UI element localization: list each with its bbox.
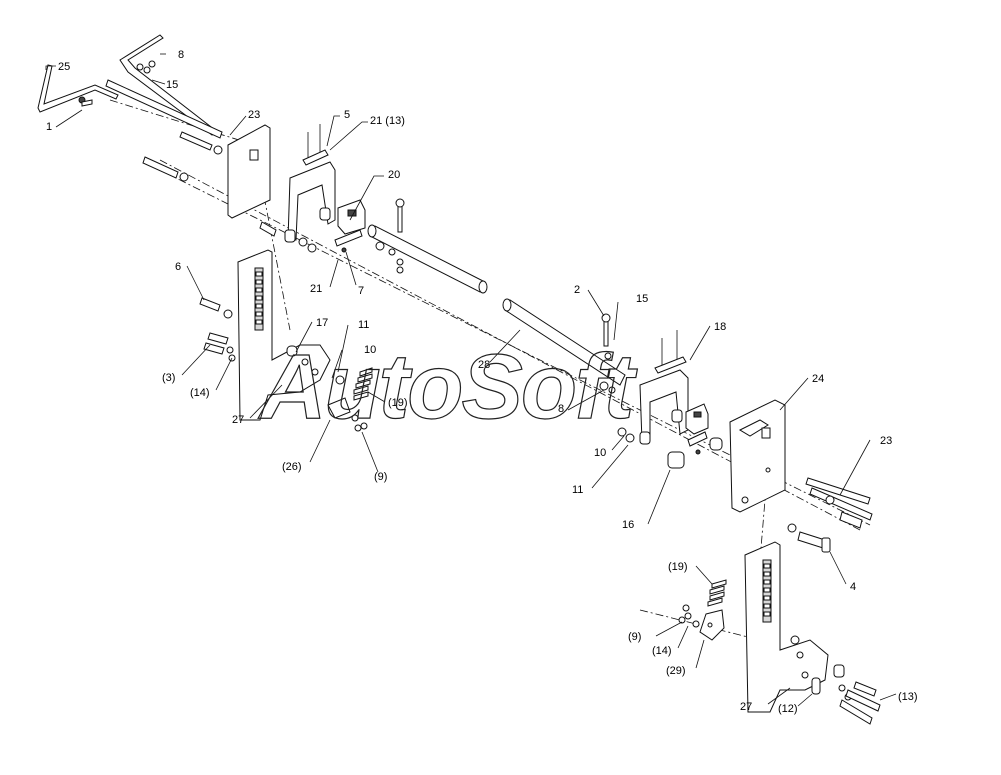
callout-24: 24 — [812, 373, 824, 385]
clamp-bracket-right — [599, 313, 709, 455]
callout-27-right: 27 — [740, 701, 752, 713]
callout-23: 23 — [248, 109, 260, 121]
bushing-16 — [667, 451, 685, 469]
callout-9-right: (9) — [628, 631, 641, 643]
callout-labels: 25 8 15 1 23 5 21 (13) 20 21 7 6 17 11 1… — [46, 49, 918, 715]
callout-21: 21 — [310, 283, 322, 295]
callout-26: (26) — [282, 461, 302, 473]
callout-28: 28 — [478, 359, 490, 371]
callout-14: (14) — [190, 387, 210, 399]
callout-2: 2 — [574, 284, 580, 296]
link-arm-23-right — [805, 477, 873, 529]
callout-16: 16 — [622, 519, 634, 531]
cross-shaft-28 — [367, 224, 626, 386]
link-arm-25 — [37, 64, 119, 113]
hook-bracket — [105, 34, 223, 139]
callout-19-right: (19) — [668, 561, 688, 573]
adjust-slots-right — [763, 563, 771, 617]
callout-19: (19) — [388, 397, 408, 409]
callout-15: 15 — [166, 79, 178, 91]
bolts-left — [199, 297, 236, 362]
callout-7: 7 — [358, 285, 364, 297]
callout-13: (13) — [898, 691, 918, 703]
callout-4: 4 — [850, 581, 856, 593]
mounting-plate-24-right — [729, 399, 786, 513]
callout-25: 25 — [58, 61, 70, 73]
adjust-slots-left — [255, 271, 263, 325]
spring-assembly-right — [678, 579, 727, 641]
callout-15-right: 15 — [636, 293, 648, 305]
callout-10: 10 — [364, 344, 376, 356]
callout-29: (29) — [666, 665, 686, 677]
callout-8: 8 — [178, 49, 184, 61]
mounting-plate-23-left — [142, 124, 271, 219]
bolt-4 — [787, 523, 831, 553]
callout-5: 5 — [344, 109, 350, 121]
leader-lines — [45, 53, 897, 707]
callout-14-right: (14) — [652, 645, 672, 657]
clamp-bracket-left — [259, 124, 336, 253]
callout-17: 17 — [316, 317, 328, 329]
callout-6: 6 — [175, 261, 181, 273]
callout-23-right: 23 — [880, 435, 892, 447]
callout-12: (12) — [778, 703, 798, 715]
watermark: AutoSoft — [258, 336, 638, 438]
callout-10-right: 10 — [594, 447, 606, 459]
callout-21-13: 21 (13) — [370, 115, 405, 127]
callout-27: 27 — [232, 414, 244, 426]
callout-11-right: 11 — [572, 484, 583, 496]
spring-assembly-left — [327, 367, 373, 432]
callout-9: (9) — [374, 471, 387, 483]
callout-11: 11 — [358, 319, 369, 331]
bolts-12-13 — [811, 664, 881, 725]
height-adjust-bar-27-left — [237, 249, 331, 421]
height-adjust-bar-27-right — [744, 541, 829, 713]
callout-3: (3) — [162, 372, 175, 384]
callout-8-right: 8 — [558, 403, 564, 415]
callout-1: 1 — [46, 121, 52, 133]
callout-18: 18 — [714, 321, 726, 333]
callout-20: 20 — [388, 169, 400, 181]
